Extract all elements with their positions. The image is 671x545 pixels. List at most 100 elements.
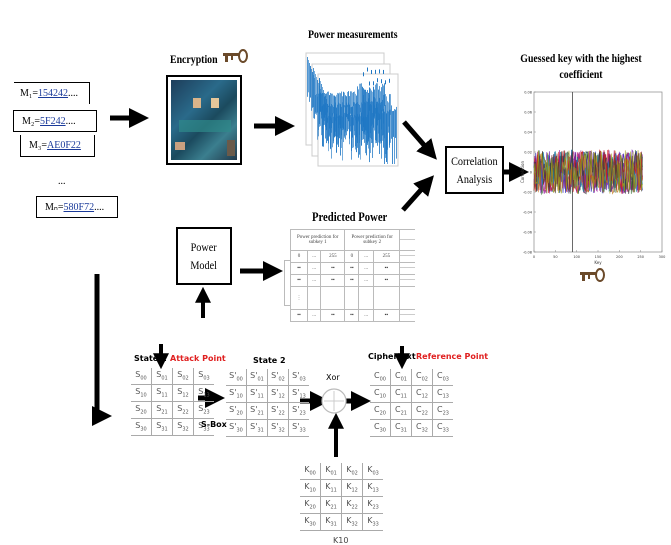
key-cell: K03 bbox=[362, 463, 383, 480]
trace-sample bbox=[373, 96, 374, 117]
power-traces-image bbox=[305, 52, 399, 167]
state1-cell: S22 bbox=[172, 401, 194, 419]
trace-sample bbox=[347, 92, 348, 108]
state2-label: State 2 bbox=[253, 356, 286, 365]
trace-sample bbox=[331, 104, 332, 129]
trace-sample bbox=[348, 113, 349, 130]
trace-sample bbox=[357, 114, 358, 148]
trace-sample bbox=[387, 110, 388, 164]
trace-sample bbox=[386, 113, 387, 162]
trace-sample bbox=[384, 83, 385, 107]
ciphertext-cell: C01 bbox=[390, 369, 412, 386]
arrow-predicted-to-correlation bbox=[401, 175, 434, 212]
trace-sample bbox=[326, 99, 327, 144]
x-tick-label: 300 bbox=[659, 255, 666, 259]
message-3: M₃=AE0F22 bbox=[20, 135, 95, 157]
key-cell: K02 bbox=[341, 463, 363, 480]
trace-sample bbox=[389, 109, 390, 146]
state1-cell: S32 bbox=[172, 418, 194, 436]
trace-sample bbox=[324, 93, 325, 125]
trace-sample bbox=[355, 115, 356, 150]
key-cell: K10 bbox=[300, 479, 321, 497]
state1-cell: S03 bbox=[193, 368, 214, 385]
trace-sample bbox=[335, 117, 336, 132]
trace-sample bbox=[316, 77, 317, 115]
x-tick-label: 250 bbox=[637, 255, 644, 259]
reference-point-label: Reference Point bbox=[416, 352, 489, 361]
state1-cell: S10 bbox=[131, 384, 152, 402]
key-cell: K13 bbox=[362, 479, 383, 497]
trace-sample bbox=[360, 107, 361, 125]
trace-sample bbox=[362, 117, 363, 140]
trace-sample bbox=[312, 72, 313, 108]
trace-sample bbox=[369, 105, 370, 163]
ciphertext-cell: C12 bbox=[411, 385, 433, 403]
trace-sample bbox=[342, 116, 343, 161]
trace-sample bbox=[364, 117, 365, 135]
trace-sample bbox=[373, 111, 374, 148]
predicted-power-bracket bbox=[284, 260, 293, 306]
trace-sample bbox=[377, 107, 378, 146]
trace-sample bbox=[394, 109, 395, 164]
state2-cell: S'02 bbox=[267, 369, 289, 386]
trace-sample bbox=[345, 113, 346, 133]
trace-sample bbox=[391, 105, 392, 139]
trace-sample bbox=[353, 91, 354, 107]
trace-sample bbox=[340, 116, 341, 156]
trace-sample bbox=[388, 111, 389, 133]
y-tick-label: 0.02 bbox=[524, 151, 532, 155]
state1-cell: S00 bbox=[131, 368, 152, 385]
trace-sample bbox=[318, 83, 319, 131]
trace-sample bbox=[360, 116, 361, 160]
attack-point-label: Attack Point bbox=[170, 354, 226, 363]
trace-sample bbox=[309, 63, 310, 102]
arrow-left-down-to-aes bbox=[91, 274, 112, 426]
trace-sample bbox=[346, 102, 347, 117]
trace-sample bbox=[371, 105, 372, 140]
message-1: M₁=154242.... bbox=[14, 82, 90, 104]
trace-sample bbox=[319, 78, 320, 114]
trace-sample bbox=[390, 109, 391, 143]
trace-sample bbox=[311, 69, 312, 111]
state1-cell: S23 bbox=[193, 401, 214, 419]
trace-sample bbox=[313, 68, 314, 108]
state2-cell: S'33 bbox=[288, 419, 309, 437]
trace-sample bbox=[363, 116, 364, 140]
trace-sample bbox=[328, 91, 329, 107]
trace-sample bbox=[323, 104, 324, 147]
state1-cell: S33 bbox=[193, 418, 214, 436]
trace-sample bbox=[308, 60, 309, 93]
trace-sample bbox=[332, 113, 333, 148]
trace-sample bbox=[321, 84, 322, 119]
state1-cell: S31 bbox=[151, 418, 173, 436]
trace-sample bbox=[368, 112, 369, 149]
trace-sample bbox=[379, 113, 380, 138]
predicted-power-table: Power prediction for subkey 1 Power pred… bbox=[289, 229, 415, 322]
trace-sample bbox=[322, 87, 323, 130]
state2-cell: S'21 bbox=[246, 402, 268, 420]
state1-cell: S21 bbox=[151, 401, 173, 419]
ciphertext-cell: C11 bbox=[390, 385, 412, 403]
trace-sample bbox=[346, 113, 347, 136]
messages-ellipsis: ... bbox=[58, 176, 66, 187]
table-row: ▪▪...▪▪▪▪...▪▪——— bbox=[290, 262, 415, 275]
key-cell: K00 bbox=[300, 463, 321, 480]
noise-series-7 bbox=[533, 149, 643, 194]
y-tick-label: -0.04 bbox=[523, 211, 533, 215]
trace-sample bbox=[327, 117, 328, 141]
state2-cell: S'32 bbox=[267, 419, 289, 437]
encryption-board-image bbox=[166, 75, 242, 165]
key-cell: K20 bbox=[300, 496, 321, 514]
table-row: 0 ... 255 0 ... 255 ——— bbox=[290, 250, 415, 263]
key-cell: K23 bbox=[362, 496, 383, 514]
trace-sample bbox=[341, 116, 342, 148]
table-row: ▪▪...▪▪▪▪...▪▪——— bbox=[290, 274, 415, 287]
